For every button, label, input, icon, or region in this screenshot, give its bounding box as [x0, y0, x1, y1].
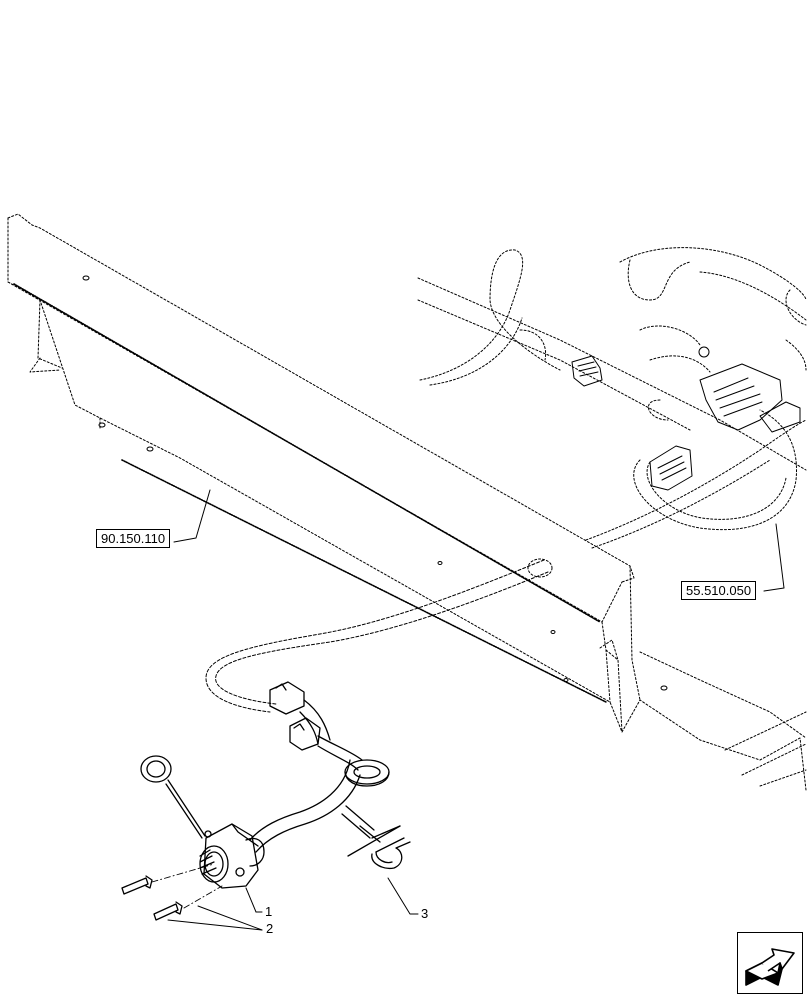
cable-run [205, 559, 549, 713]
tie-clip [371, 837, 411, 870]
harness-connectors [571, 346, 801, 491]
assembly-centerlines [151, 863, 223, 909]
frame-rail [7, 213, 807, 791]
next-page-arrow-icon [745, 948, 795, 986]
harness-branch [249, 681, 401, 857]
bolts [121, 875, 183, 921]
callout-item-1: 1 [265, 904, 273, 919]
next-page-button[interactable] [737, 932, 803, 994]
callout-item-3: 3 [421, 906, 429, 921]
harness-reference-label: 55.510.050 [681, 581, 757, 600]
frame-reference-label: 90.150.110 [96, 529, 171, 548]
main-harness-reference [417, 247, 807, 549]
rail-edge-texture [13, 283, 607, 703]
rail-holes [82, 275, 668, 691]
socket-assembly [140, 755, 265, 889]
callout-item-2: 2 [266, 921, 274, 936]
leader-lines [167, 489, 785, 931]
